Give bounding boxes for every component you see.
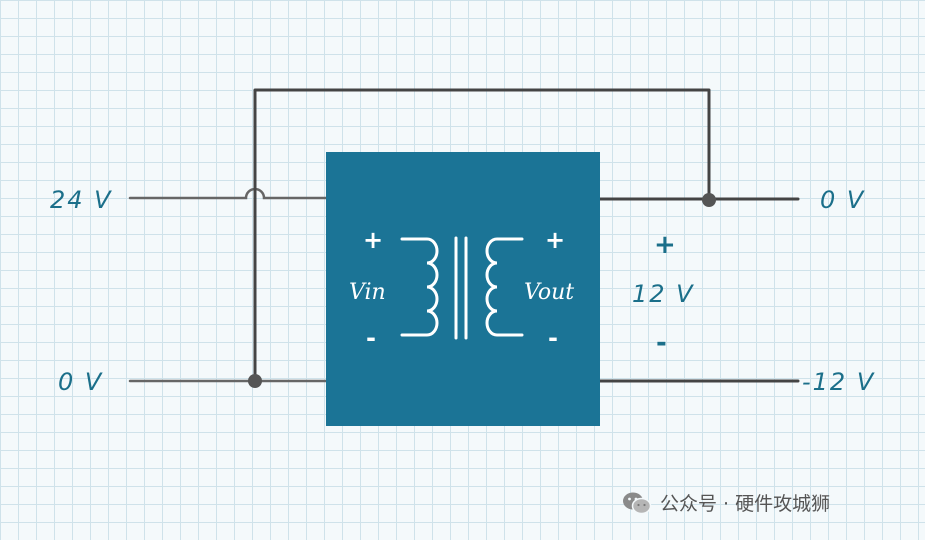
- vout-plus-sign: +: [545, 226, 566, 254]
- watermark: 公众号 · 硬件攻城狮: [622, 489, 830, 516]
- input-0v-label: 0 V: [58, 368, 104, 396]
- output-voltage-label: 12 V: [632, 280, 695, 308]
- vin-label: Vin: [349, 280, 386, 305]
- junction-node-input: [248, 374, 262, 388]
- watermark-text: 公众号 · 硬件攻城狮: [660, 493, 831, 515]
- vin-plus-sign: +: [363, 226, 384, 254]
- output-plus-sign: +: [654, 230, 676, 260]
- input-24v-label: 24 V: [50, 186, 113, 214]
- vout-label: Vout: [524, 280, 575, 305]
- wechat-icon: [623, 492, 652, 514]
- output-0v-label: 0 V: [820, 186, 866, 214]
- dc-dc-module: [326, 152, 600, 426]
- vout-minus-sign: -: [548, 324, 558, 352]
- vin-minus-sign: -: [366, 324, 376, 352]
- transformer-icon: [400, 236, 524, 340]
- output-neg12v-label: -12 V: [802, 368, 876, 396]
- input-24v-wire: [128, 187, 328, 200]
- loop-wire: [253, 88, 711, 383]
- junction-node-output: [702, 193, 716, 207]
- output-minus-sign: -: [656, 328, 667, 358]
